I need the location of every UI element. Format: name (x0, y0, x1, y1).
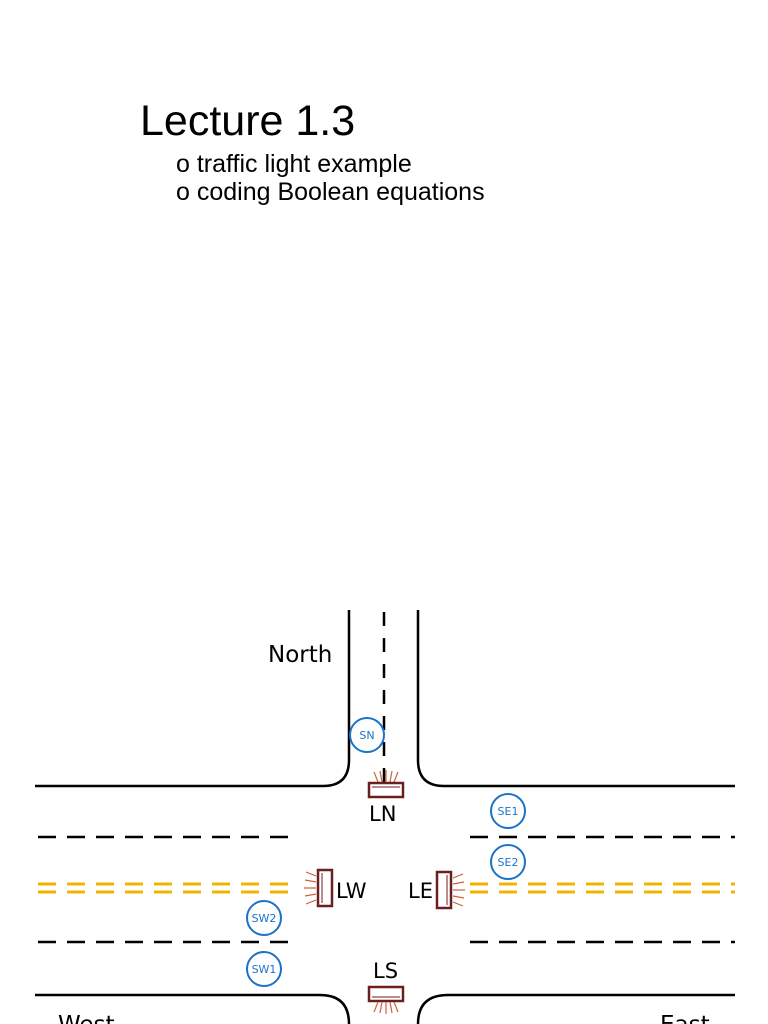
road-edge-north-east (416, 610, 735, 788)
bullet-item: o coding Boolean equations (176, 178, 485, 206)
center-lines (38, 882, 735, 894)
sensor-se2: SE2 (490, 844, 526, 880)
road-edge-south-east (416, 993, 735, 1024)
sensor-sw1: SW1 (246, 951, 282, 987)
bullet-list: o traffic light example o coding Boolean… (176, 150, 485, 206)
slide-title: Lecture 1.3 (140, 97, 356, 145)
label-north: North (268, 642, 332, 668)
sensor-label-se2: SE2 (498, 856, 519, 869)
road-edge-south-west (35, 993, 351, 1024)
traffic-light-ls (367, 985, 405, 1014)
lane-dividers (38, 835, 735, 944)
label-west: West (58, 1012, 115, 1024)
label-east: East (660, 1012, 710, 1024)
traffic-light-le (435, 870, 465, 910)
traffic-light-lw (304, 868, 334, 908)
sensor-label-sw1: SW1 (252, 963, 277, 976)
sensor-label-se1: SE1 (498, 805, 519, 818)
label-le: LE (408, 879, 433, 903)
label-lw: LW (336, 879, 367, 903)
sensor-sn: SN (349, 717, 385, 753)
label-ln: LN (369, 802, 396, 826)
sensor-sw2: SW2 (246, 900, 282, 936)
road-edges (35, 610, 735, 1024)
bullet-item: o traffic light example (176, 150, 412, 178)
road-edge-north-west (35, 610, 351, 788)
sensor-label-sn: SN (359, 729, 374, 742)
sensor-label-sw2: SW2 (252, 912, 277, 925)
traffic-light-ln (367, 770, 405, 799)
sensor-se1: SE1 (490, 793, 526, 829)
label-ls: LS (373, 959, 398, 983)
